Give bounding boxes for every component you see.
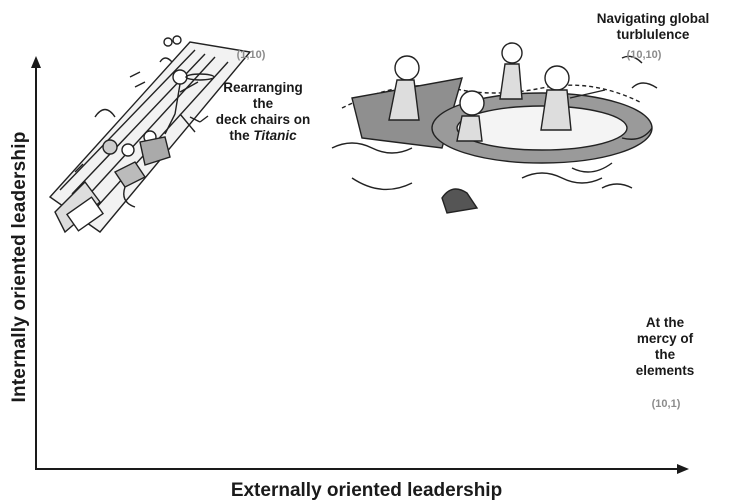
y-axis-arrowhead — [31, 56, 41, 68]
y-axis-line — [35, 66, 37, 470]
label-top-left-line-1: Rearranging — [223, 80, 303, 95]
coord-top-left: (1,10) — [236, 49, 266, 61]
label-bottom-right-line-4: elements — [635, 362, 695, 378]
label-bottom-right-line-2: mercy of — [636, 330, 694, 346]
label-top-left-prefix: the — [229, 127, 254, 143]
label-top-left-line-3: deck chairs on — [215, 111, 311, 127]
label-top-left: Rearranging the deck chairs on the Titan… — [198, 80, 328, 144]
x-axis-title: Externally oriented leadership — [230, 480, 503, 501]
x-axis-line — [35, 468, 679, 470]
label-top-left-line-4: the Titanic — [198, 128, 328, 144]
lifeboat-rough-water-cartoon — [331, 42, 658, 214]
label-bottom-right: At the mercy of the elements — [620, 315, 710, 379]
label-top-left-line-2: the — [252, 95, 274, 111]
y-axis-title: Internally oriented leadership — [9, 131, 30, 403]
coord-top-right: (10,10) — [626, 49, 662, 61]
x-axis-arrowhead — [677, 464, 689, 474]
ship-deck-chairs-cartoon — [48, 35, 252, 234]
label-top-right-line-2: turblulence — [616, 26, 690, 42]
label-top-right: Navigating global turblulence — [578, 11, 728, 43]
label-top-left-titanic: Titanic — [253, 127, 297, 143]
label-top-right-line-1: Navigating global — [596, 11, 710, 26]
label-bottom-right-line-1: At the — [645, 315, 685, 330]
label-bottom-right-line-3: the — [654, 346, 676, 362]
coord-bottom-right: (10,1) — [651, 398, 681, 410]
